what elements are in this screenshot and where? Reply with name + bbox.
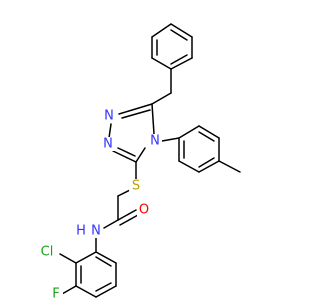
atom-n2: N [101, 137, 115, 152]
bond [75, 285, 97, 298]
bond [117, 147, 136, 157]
bond [95, 285, 117, 298]
bond [95, 251, 117, 264]
atom-s: S [129, 179, 143, 194]
bond [117, 209, 137, 221]
bond [117, 189, 131, 197]
bond [75, 251, 97, 264]
bond [198, 131, 215, 142]
bond [59, 253, 77, 264]
bond [135, 147, 146, 163]
bond [170, 29, 188, 41]
atom-cl: Cl [36, 245, 58, 260]
bond [118, 103, 153, 115]
atom-labels: N N N S O N H Cl [36, 109, 162, 300]
atom-label: S [132, 179, 140, 194]
atom-label: F [52, 287, 59, 300]
bond [103, 219, 119, 229]
atom-o: O [137, 203, 151, 218]
bond [108, 123, 112, 139]
bond [178, 160, 200, 173]
bond [151, 92, 172, 105]
atom-label: H [76, 224, 86, 239]
bond [198, 160, 220, 173]
bond [119, 214, 139, 226]
atom-n1: N [102, 109, 116, 124]
bond [95, 256, 112, 267]
atom-h: H [74, 224, 88, 239]
atom-label: N [104, 109, 114, 124]
bond [218, 160, 241, 173]
molecule-structure: N N N S O N H Cl [36, 23, 241, 300]
atom-f: F [49, 287, 63, 300]
bond [170, 23, 193, 38]
atom-label: N [103, 137, 113, 152]
atom-label: Cl [41, 245, 54, 260]
bond [95, 282, 112, 292]
bond [170, 54, 188, 65]
bond-lines [59, 23, 241, 298]
atom-label: N [150, 134, 160, 149]
atom-nh: N [89, 224, 103, 239]
bond [112, 150, 137, 163]
atom-n4: N [148, 134, 162, 149]
atom-label: O [139, 203, 149, 218]
bond [178, 125, 200, 139]
bond [151, 23, 172, 38]
bond [161, 137, 180, 142]
bond [121, 109, 151, 119]
atom-label: N [91, 224, 101, 239]
bond [151, 103, 155, 135]
bond [151, 57, 172, 70]
bond [198, 125, 220, 139]
bond [61, 285, 77, 295]
bond [198, 157, 215, 168]
bond [170, 57, 193, 70]
